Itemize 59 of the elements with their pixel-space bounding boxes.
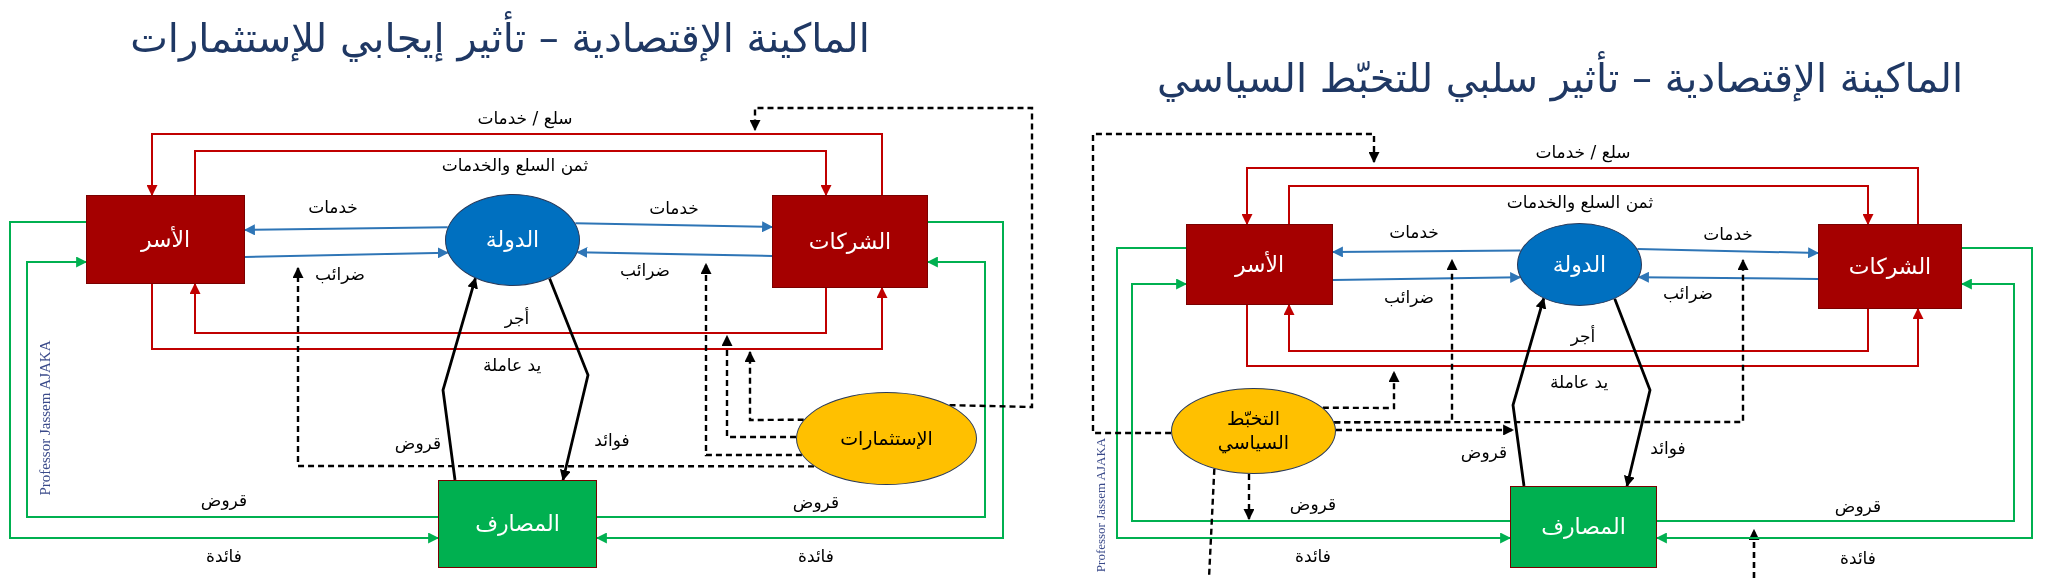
dashed-arrow (744, 350, 804, 422)
arrow (1656, 278, 2015, 522)
dashed-arrow (1322, 370, 1400, 410)
arrow (595, 221, 1004, 544)
arrow (1246, 304, 1924, 367)
edge-label: أجر (1568, 324, 1598, 348)
arrow (1288, 185, 1874, 226)
arrow (1613, 298, 1652, 488)
arrow (194, 150, 832, 197)
dashed-arrow (1091, 132, 1380, 435)
node-label: المصارف (475, 510, 560, 538)
node-label: الإستثمارات (840, 426, 933, 451)
dashed-arrow (721, 334, 797, 439)
node-label: الدولة (485, 226, 540, 254)
arrow (1655, 247, 2033, 544)
dashed-arrow (1243, 473, 1255, 521)
node-label: الأسر (1234, 250, 1285, 279)
dashed-arrow (1334, 258, 1749, 424)
arrow (576, 247, 773, 259)
process-box (86, 195, 245, 284)
dashed-arrow (700, 262, 802, 457)
author-credit: Professor Jassem AJAKA (1093, 437, 1109, 573)
arrow (1331, 246, 1522, 258)
arrow (1241, 167, 1919, 226)
arrow (146, 133, 883, 197)
panel-heading: الماكينة الإقتصادية – تأثير سلبي للتخبّط السياسي (1156, 52, 1964, 104)
arrow (1636, 247, 1820, 259)
node-label: المصارف (1541, 513, 1626, 541)
arrow (1131, 278, 1511, 522)
process-box (1186, 224, 1333, 305)
arrow (1283, 303, 1869, 352)
arrow (596, 256, 986, 518)
panel-heading: الماكينة الإقتصادية – تأثير إيجابي للإستثمارات (130, 12, 870, 64)
arrow (244, 247, 449, 259)
arrow (1511, 297, 1547, 487)
arrow (1332, 272, 1522, 283)
arrow (26, 256, 439, 518)
node-label: التخبّط السياسي (1216, 407, 1291, 455)
arrow (189, 282, 827, 334)
arrow (9, 221, 440, 544)
arrow (151, 283, 888, 350)
node-label: الشركات (808, 227, 892, 256)
node-label: الشركات (1848, 252, 1932, 281)
dashed-arrow (1336, 424, 1515, 436)
author-credit: Professor Jassem AJAKA (36, 340, 54, 496)
edge-label: أجر (502, 306, 532, 330)
node-label: الدولة (1552, 250, 1607, 279)
process-box (438, 480, 597, 568)
arrow (548, 277, 590, 482)
arrow (243, 224, 449, 236)
process-box (1510, 486, 1657, 568)
arrow (1116, 247, 1512, 544)
dashed-arrow (749, 106, 1034, 409)
arrow (1637, 271, 1819, 283)
process-box (1818, 224, 1962, 309)
process-box (772, 195, 928, 288)
node-label: الأسر (140, 225, 191, 254)
dashed-arrow (292, 266, 815, 468)
arrow (441, 277, 478, 481)
